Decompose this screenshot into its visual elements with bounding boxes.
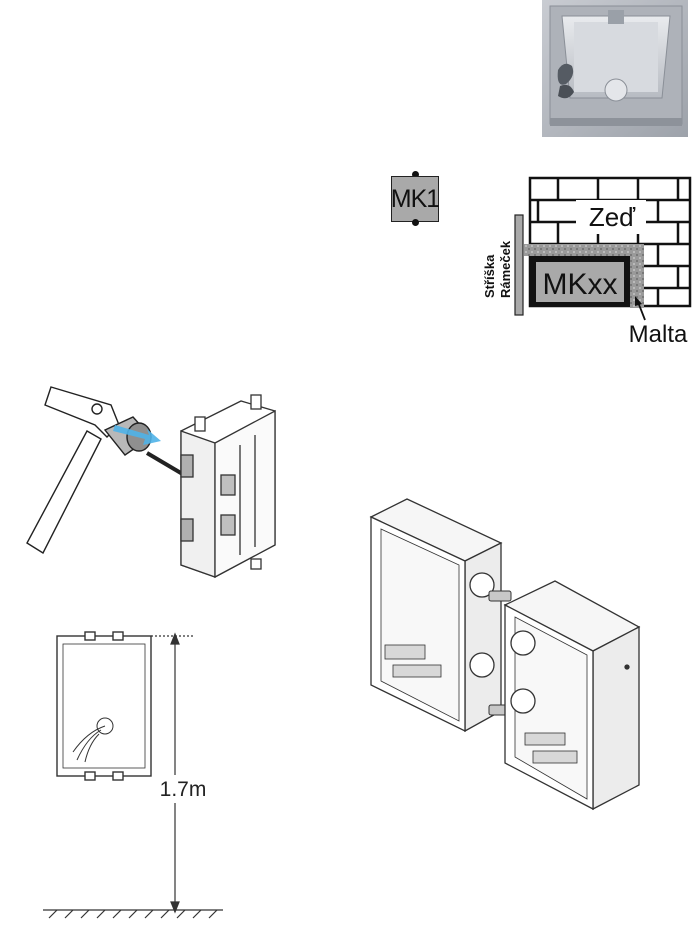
height-label: 1.7m <box>160 778 207 801</box>
knockout-illustration <box>15 375 290 585</box>
mk1-module-box: MK1 <box>391 176 439 222</box>
left-metal-box <box>371 499 501 731</box>
mk1-label: MK1 <box>391 185 439 214</box>
height-dimension-line <box>151 634 195 912</box>
height-installation-diagram: 1.7m <box>35 630 245 920</box>
right-metal-box <box>505 581 639 809</box>
mk1-bottom-dot <box>412 219 419 226</box>
box-mkxx-label: MKxx <box>543 268 618 301</box>
frame-label: Rámeček <box>498 240 513 298</box>
mounting-box-photo <box>540 0 690 138</box>
mortar-top <box>524 244 644 256</box>
frame-plate <box>515 215 523 315</box>
plastic-box-icon <box>181 395 275 577</box>
mortar-label: Malta <box>629 321 688 345</box>
hammer-icon <box>27 387 119 553</box>
wall-label: Zeď <box>589 202 636 232</box>
wall-section-diagram: Zeď MKxx Stříška Rámeček Malta <box>480 170 695 345</box>
joined-boxes-illustration <box>365 495 645 815</box>
box-front-view <box>57 632 151 780</box>
roof-label: Stříška <box>482 254 497 298</box>
floor-hatch <box>43 910 223 918</box>
